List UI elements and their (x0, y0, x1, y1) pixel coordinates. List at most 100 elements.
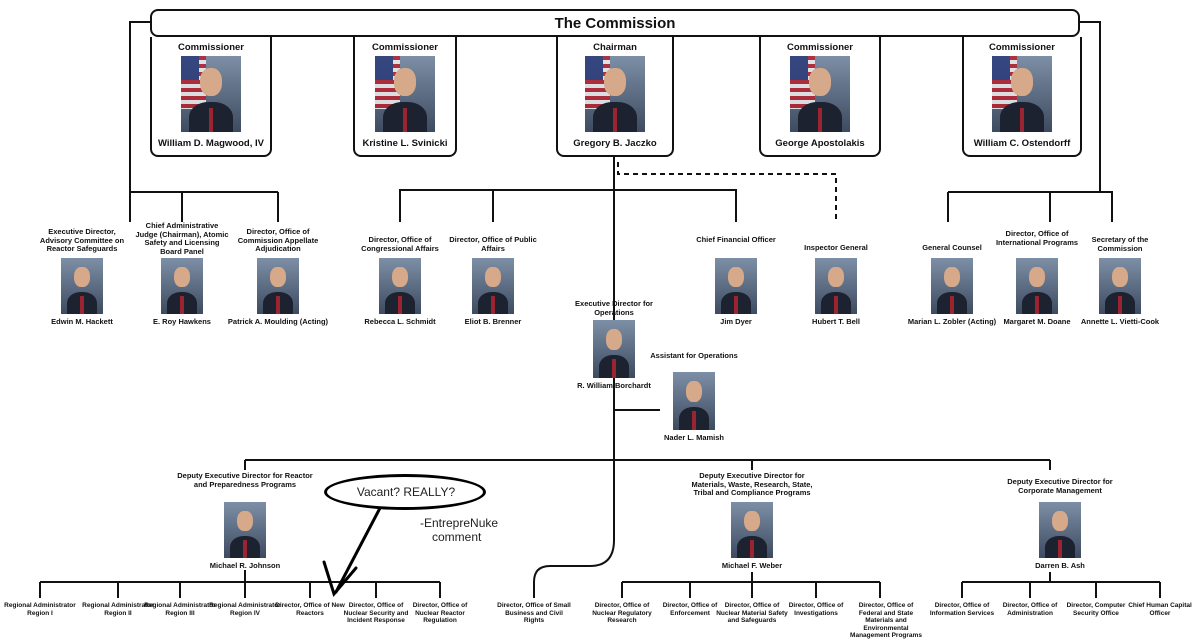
bottom-right-2: Director, Office of Administration (1002, 602, 1058, 617)
portrait-tie (950, 296, 954, 314)
portrait-tie (612, 359, 616, 378)
bottom-mid-4: Director, Office of Investigations (788, 602, 844, 617)
bottom-mid-2: Director, Office of Enforcement (662, 602, 718, 617)
left-staff-3-name: Patrick A. Moulding (Acting) (227, 317, 329, 326)
commissioner-1-photo (181, 56, 241, 132)
left-staff-1-name: Edwin M. Hackett (51, 317, 113, 326)
portrait-tie (734, 296, 738, 314)
mid-staff-1-role: Director, Office of Congressional Affair… (361, 235, 439, 253)
right-staff-3-photo (1099, 258, 1141, 314)
bottom-mid-5: Director, Office of Federal and State Ma… (850, 602, 922, 639)
right-staff-3-name: Annette L. Vietti-Cook (1080, 317, 1160, 326)
bottom-left-2: Regional Administrator Region II (82, 602, 154, 617)
portrait-tie (1058, 540, 1062, 558)
left-staff-3-role: Director, Office of Commission Appellate… (237, 227, 319, 253)
portrait-head (74, 266, 90, 288)
edo-role: Executive Director for Operations (575, 299, 653, 317)
portrait-tie (180, 296, 184, 314)
mid-staff-4-role: Inspector General (804, 243, 868, 252)
portrait-head (174, 266, 190, 288)
deputy-3-name: Darren B. Ash (1035, 561, 1085, 570)
portrait-tie (1035, 296, 1039, 314)
portrait-head (809, 68, 831, 96)
bottom-left-4: Regional Administrator Region IV (209, 602, 281, 617)
portrait-head (944, 266, 960, 288)
mid-staff-1-photo (379, 258, 421, 314)
mid-staff-2-role: Director, Office of Public Affairs (449, 235, 537, 253)
commission-title: The Commission (554, 15, 676, 32)
left-staff-3-photo (257, 258, 299, 314)
commissioner-4-name: George Apostolakis (775, 138, 865, 149)
commissioner-2-name: Kristine L. Svinicki (362, 138, 448, 149)
deputy-2-role: Deputy Executive Director for Materials,… (691, 471, 813, 497)
commission-banner: The Commission (150, 9, 1080, 37)
mid-staff-3-role: Chief Financial Officer (696, 235, 776, 244)
right-staff-2-role: Director, Office of International Progra… (995, 229, 1079, 247)
annotation-bubble-text: Vacant? REALLY? (356, 485, 456, 499)
bottom-right-4: Chief Human Capital Officer (1128, 602, 1192, 617)
mid-staff-4-name: Hubert T. Bell (812, 317, 860, 326)
portrait-head (604, 68, 626, 96)
right-staff-1-role: General Counsel (922, 243, 982, 252)
deputy-1-name: Michael R. Johnson (209, 561, 281, 570)
mid-staff-3-photo (715, 258, 757, 314)
bottom-right-1: Director, Office of Information Services (929, 602, 995, 617)
right-staff-1-name: Marian L. Zobler (Acting) (907, 317, 997, 326)
commissioner-5-name: William C. Ostendorff (973, 138, 1071, 149)
portrait-head (392, 266, 408, 288)
portrait-tie (402, 107, 408, 132)
portrait-head (1011, 68, 1033, 96)
bottom-left-3: Regional Administrator Region III (144, 602, 216, 617)
mid-staff-2-photo (472, 258, 514, 314)
commissioner-4-photo (790, 56, 850, 132)
right-staff-2-photo (1016, 258, 1058, 314)
portrait-tie (1019, 107, 1025, 132)
left-staff-1-role: Executive Director, Advisory Committee o… (39, 227, 125, 253)
mid-staff-3-name: Jim Dyer (720, 317, 752, 326)
commissioner-3-name: Gregory B. Jaczko (573, 138, 657, 149)
commissioner-2-photo (375, 56, 435, 132)
commissioner-4-role: Commissioner (787, 42, 853, 53)
portrait-tie (1118, 296, 1122, 314)
portrait-tie (750, 540, 754, 558)
bottom-left-7: Director, Office of Nuclear Reactor Regu… (412, 602, 468, 624)
commissioner-3-photo (585, 56, 645, 132)
portrait-tie (817, 107, 823, 132)
annotation-signature: -EntrepreNuke (420, 516, 499, 530)
mid-staff-2-name: Eliot B. Brenner (464, 317, 522, 326)
edo-name: R. William Borchardt (577, 381, 651, 390)
commissioner-5-photo (992, 56, 1052, 132)
bottom-right-3: Director, Computer Security Office (1066, 602, 1126, 617)
assistant-role: Assistant for Operations (650, 351, 738, 360)
bottom-left-1: Regional Administrator Region I (4, 602, 76, 617)
left-staff-2-name: E. Roy Hawkens (153, 317, 211, 326)
commissioner-1-name: William D. Magwood, IV (157, 138, 264, 149)
assistant-photo (673, 372, 715, 430)
bottom-left-6: Director, Office of Nuclear Security and… (343, 602, 409, 624)
portrait-tie (208, 107, 214, 132)
bottom-mid-3: Director, Office of Nuclear Material Saf… (716, 602, 788, 624)
deputy-1-role: Deputy Executive Director for Reactor an… (177, 471, 313, 489)
bottom-mid-1: Director, Office of Nuclear Regulatory R… (592, 602, 652, 624)
portrait-tie (243, 540, 247, 558)
right-staff-1-photo (931, 258, 973, 314)
portrait-head (485, 266, 501, 288)
right-staff-2-name: Margaret M. Doane (1003, 317, 1071, 326)
annotation-bubble (324, 474, 486, 510)
deputy-2-name: Michael F. Weber (721, 561, 783, 570)
portrait-head (1112, 266, 1128, 288)
portrait-tie (692, 411, 696, 430)
portrait-tie (612, 107, 618, 132)
portrait-head (686, 381, 702, 403)
edo-photo (593, 320, 635, 378)
commissioner-1-role: Commissioner (178, 42, 244, 53)
mid-staff-1-name: Rebecca L. Schmidt (364, 317, 436, 326)
commissioner-2-role: Commissioner (372, 42, 438, 53)
portrait-tie (80, 296, 84, 314)
portrait-tie (398, 296, 402, 314)
left-staff-2-photo (161, 258, 203, 314)
annotation-signature-2: comment (432, 530, 482, 544)
flag-image (790, 56, 816, 110)
